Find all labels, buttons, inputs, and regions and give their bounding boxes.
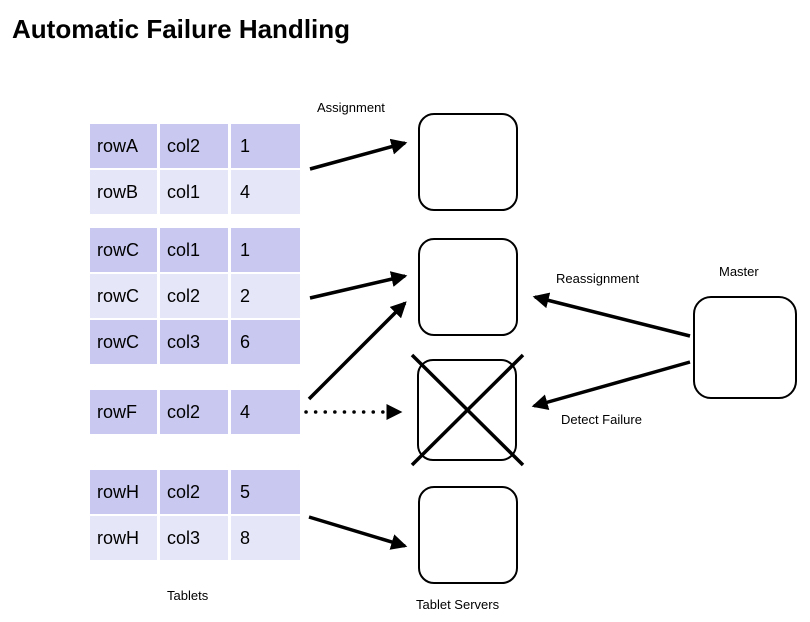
tablet-group-2: rowC col1 1 rowC col2 2 rowC col3 6 xyxy=(90,228,300,366)
row-key-cell: rowC xyxy=(90,320,157,364)
assignment-arrow-group1 xyxy=(309,138,408,171)
row-key-cell: rowC xyxy=(90,228,157,272)
column-cell: col1 xyxy=(160,228,228,272)
row-key-cell: rowB xyxy=(90,170,157,214)
value-cell: 4 xyxy=(231,390,300,434)
column-cell: col2 xyxy=(160,390,228,434)
table-row: rowB col1 4 xyxy=(90,170,300,214)
column-cell: col2 xyxy=(160,470,228,514)
assignment-arrow-group4 xyxy=(308,515,408,550)
tablet-server-2 xyxy=(418,238,518,336)
row-key-cell: rowF xyxy=(90,390,157,434)
table-row: rowA col2 1 xyxy=(90,124,300,168)
row-key-cell: rowA xyxy=(90,124,157,168)
value-cell: 1 xyxy=(231,228,300,272)
reassignment-arrow-rowf xyxy=(307,301,407,401)
table-row: rowF col2 4 xyxy=(90,390,300,434)
value-cell: 8 xyxy=(231,516,300,560)
column-cell: col3 xyxy=(160,516,228,560)
column-cell: col2 xyxy=(160,124,228,168)
tablet-server-4 xyxy=(418,486,518,584)
column-cell: col2 xyxy=(160,274,228,318)
detect-failure-arrow xyxy=(531,360,691,411)
tablet-servers-label: Tablet Servers xyxy=(416,597,500,612)
table-row: rowC col1 1 xyxy=(90,228,300,272)
reassignment-arrow-master xyxy=(532,292,691,338)
table-row: rowC col3 6 xyxy=(90,320,300,364)
column-cell: col3 xyxy=(160,320,228,364)
detect-failure-label: Detect Failure xyxy=(561,412,642,427)
row-key-cell: rowH xyxy=(90,470,157,514)
assignment-arrow-group2 xyxy=(309,271,408,300)
table-row: rowC col2 2 xyxy=(90,274,300,318)
value-cell: 6 xyxy=(231,320,300,364)
tablets-label: Tablets xyxy=(167,588,209,603)
column-cell: col1 xyxy=(160,170,228,214)
master-label: Master xyxy=(719,264,759,279)
tablet-server-1 xyxy=(418,113,518,211)
tablet-group-1: rowA col2 1 rowB col1 4 xyxy=(90,124,300,216)
table-row: rowH col2 5 xyxy=(90,470,300,514)
value-cell: 1 xyxy=(231,124,300,168)
value-cell: 4 xyxy=(231,170,300,214)
reassignment-label: Reassignment xyxy=(556,271,640,286)
tablet-group-4: rowH col2 5 rowH col3 8 xyxy=(90,470,300,562)
row-key-cell: rowH xyxy=(90,516,157,560)
row-key-cell: rowC xyxy=(90,274,157,318)
tablet-server-3-failed xyxy=(417,359,517,461)
master-box xyxy=(693,296,797,399)
value-cell: 5 xyxy=(231,470,300,514)
tablet-group-3: rowF col2 4 xyxy=(90,390,300,436)
table-row: rowH col3 8 xyxy=(90,516,300,560)
value-cell: 2 xyxy=(231,274,300,318)
assignment-label: Assignment xyxy=(317,100,385,115)
page-title: Automatic Failure Handling xyxy=(12,14,351,44)
